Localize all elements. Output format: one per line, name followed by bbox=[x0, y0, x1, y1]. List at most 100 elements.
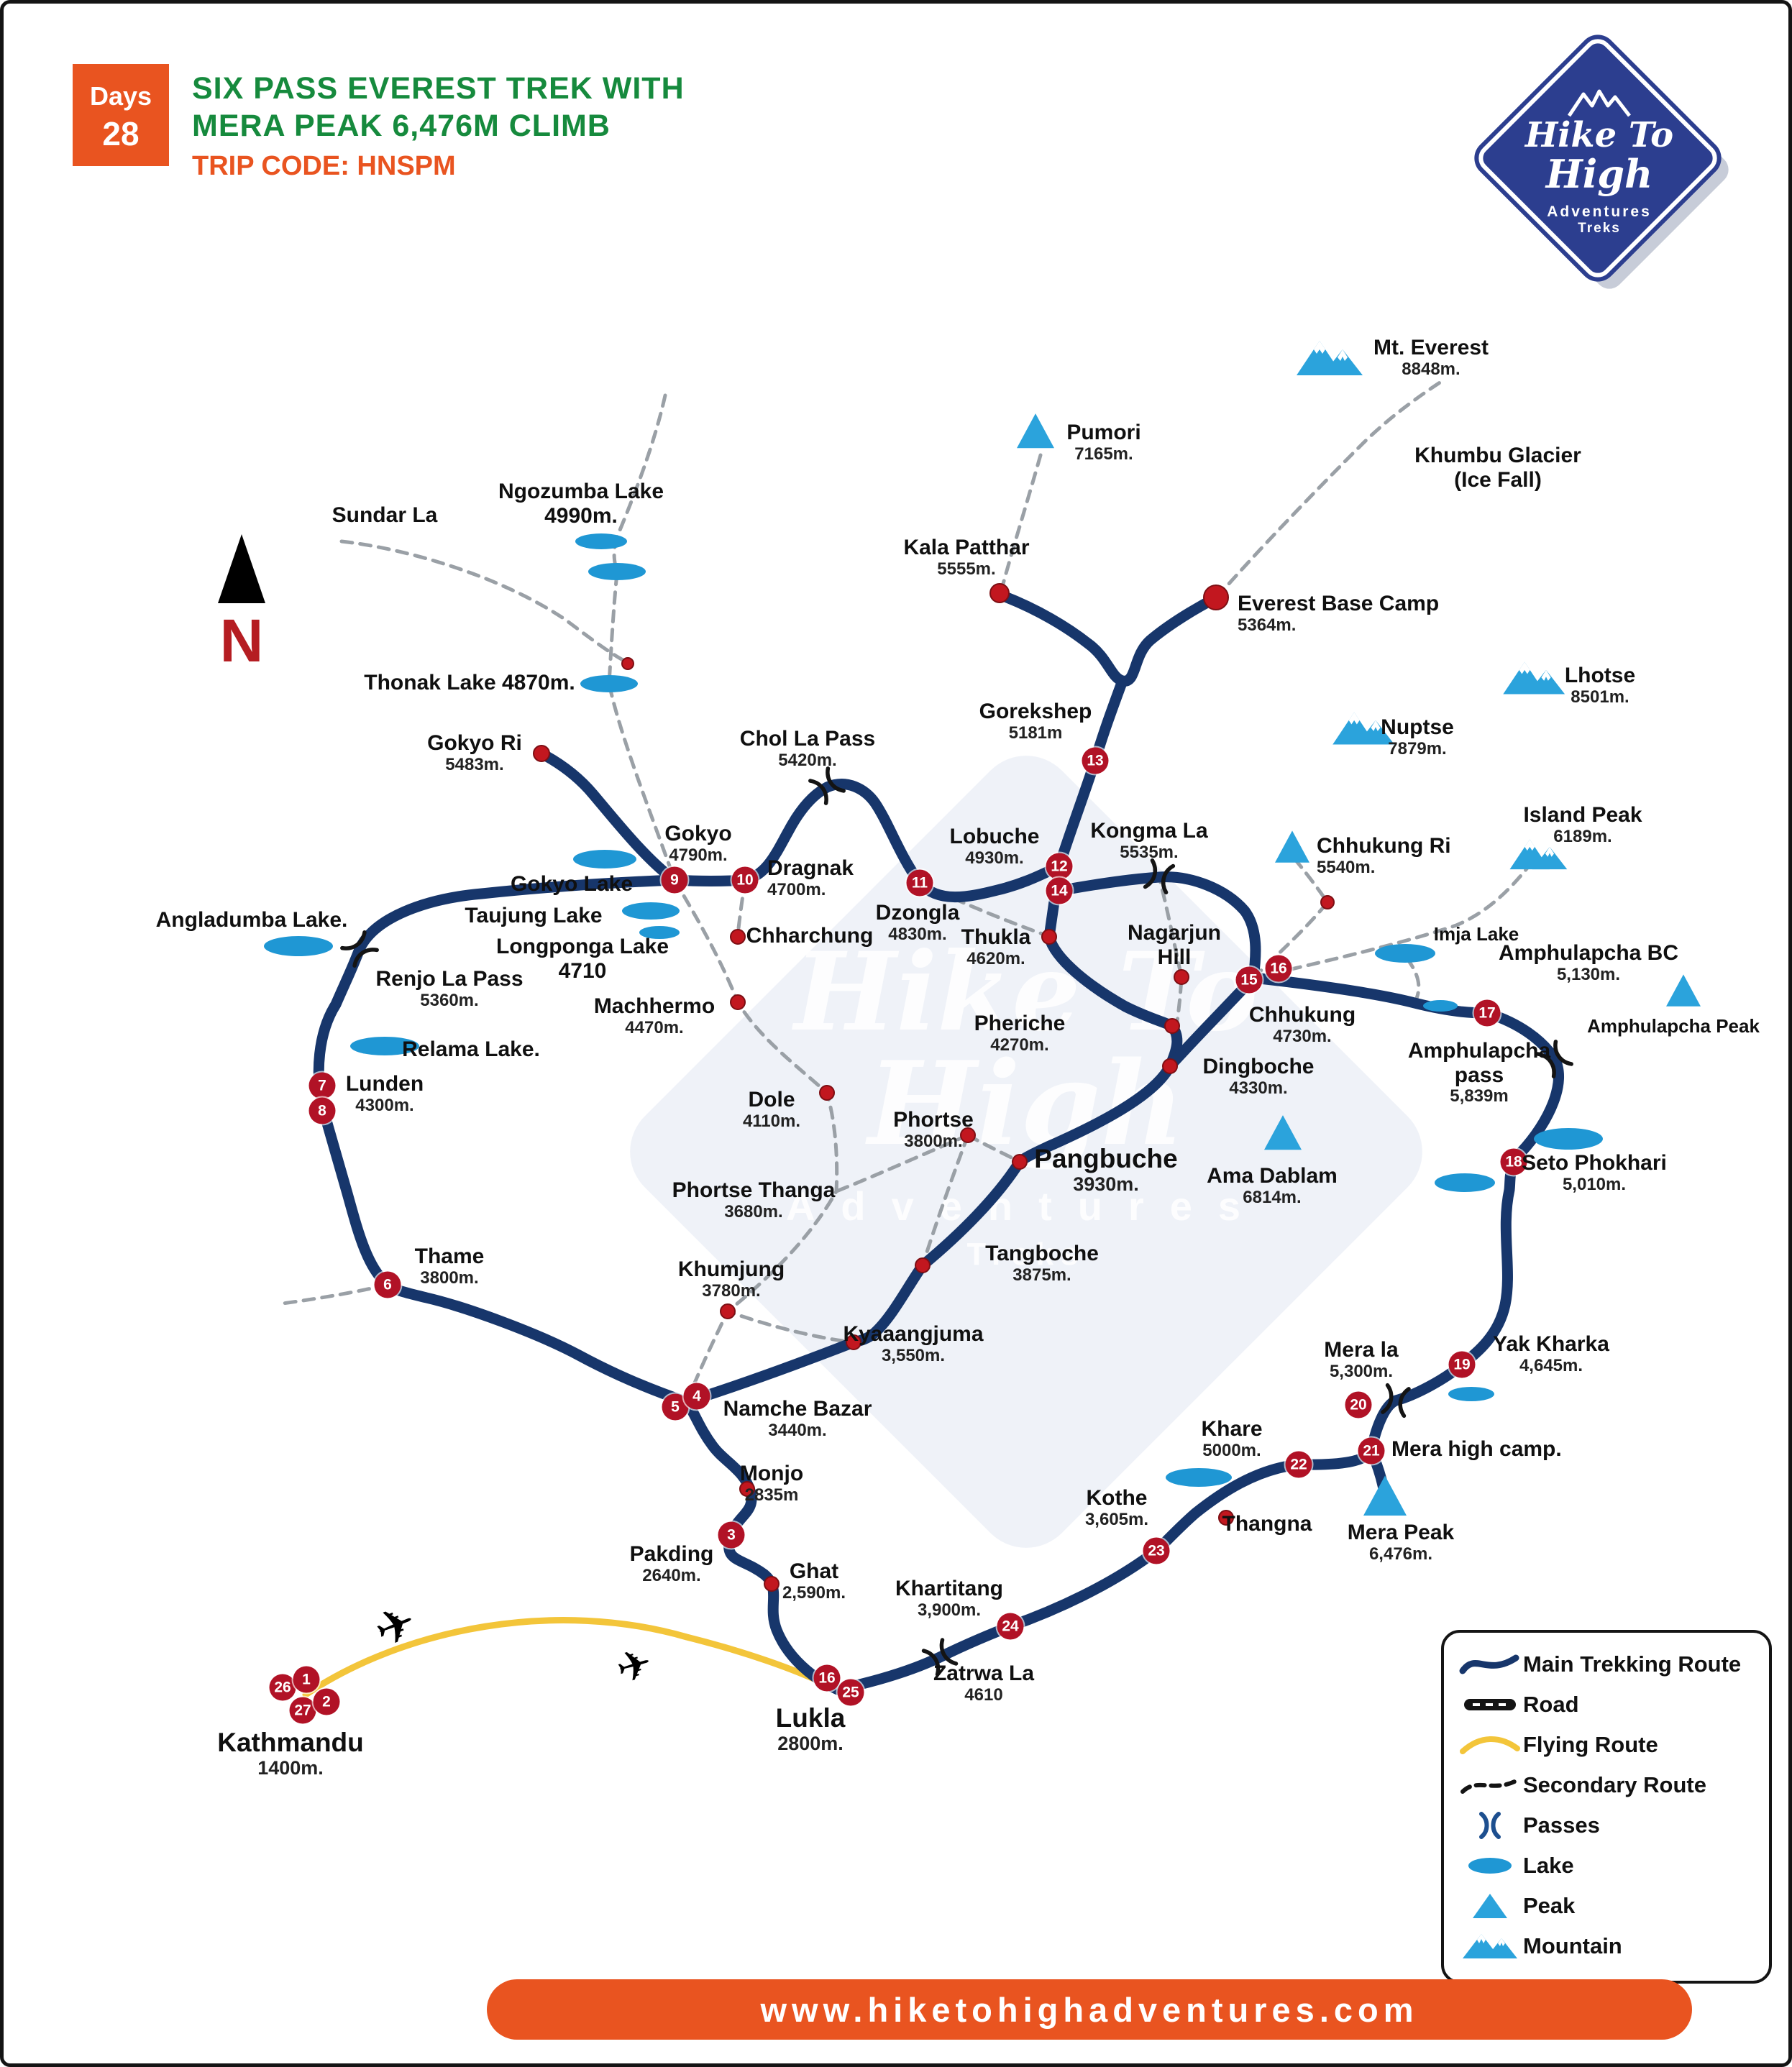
place-elevation: 3930m. bbox=[1073, 1173, 1139, 1196]
peak-icon bbox=[1275, 830, 1309, 863]
place-name: Pangbuche bbox=[1034, 1144, 1178, 1173]
place-name: Everest Base Camp bbox=[1238, 592, 1440, 615]
town-dot bbox=[621, 657, 634, 670]
day-marker-10: 10 bbox=[731, 866, 759, 894]
place-label: Thangna bbox=[1222, 1512, 1312, 1536]
lake bbox=[1448, 1387, 1494, 1401]
road-legend-icon bbox=[1457, 1690, 1523, 1720]
day-marker-7: 7 bbox=[308, 1072, 336, 1099]
day-marker-9: 9 bbox=[661, 866, 688, 894]
town-dot bbox=[533, 745, 550, 762]
place-elevation: 3,550m. bbox=[881, 1345, 946, 1365]
place-name: Amphulapcha Peak bbox=[1587, 1015, 1760, 1037]
trek-title-line1: SIX PASS EVEREST TREK WITH bbox=[192, 71, 685, 106]
place-name: Lukla bbox=[775, 1703, 846, 1733]
place-name: Thangna bbox=[1222, 1512, 1312, 1536]
place-name: Kathmandu bbox=[217, 1728, 364, 1757]
place-name: 4710 bbox=[558, 958, 607, 983]
peak-icon bbox=[1666, 974, 1701, 1007]
lake bbox=[350, 1037, 419, 1055]
place-name: Gorekshep bbox=[979, 700, 1092, 723]
lake bbox=[580, 675, 638, 692]
place-name: Ngozumba Lake bbox=[498, 480, 664, 503]
lake-legend-icon bbox=[1457, 1851, 1523, 1881]
place-label: Chharchung bbox=[746, 924, 874, 948]
place-elevation: 5540m. bbox=[1317, 857, 1376, 877]
secondary-route bbox=[999, 453, 1043, 594]
place-elevation: 8848m. bbox=[1402, 359, 1460, 379]
place-elevation: 2640m. bbox=[642, 1565, 701, 1585]
place-name: Thame bbox=[414, 1245, 485, 1268]
place-name: Lunden bbox=[345, 1072, 424, 1096]
peak-icon bbox=[1363, 1475, 1407, 1516]
day-marker-24: 24 bbox=[997, 1613, 1024, 1640]
place-elevation: 5364m. bbox=[1238, 615, 1297, 635]
place-elevation: 4700m. bbox=[767, 879, 826, 899]
place-name: Zatrwa La bbox=[933, 1662, 1035, 1685]
place-elevation: 6189m. bbox=[1553, 826, 1612, 846]
place-name: Ama Dablam bbox=[1207, 1164, 1338, 1188]
watermark-tagline1: Adventures bbox=[785, 1183, 1267, 1229]
place-name: Tangboche bbox=[985, 1242, 1099, 1265]
place-elevation: 5535m. bbox=[1120, 842, 1179, 862]
town-dot bbox=[819, 1085, 835, 1101]
town-dot bbox=[739, 1481, 755, 1497]
header-titles: SIX PASS EVEREST TREK WITH MERA PEAK 6,4… bbox=[192, 70, 685, 182]
main-trekking-route bbox=[832, 972, 1565, 1695]
place-name: Imja Lake bbox=[1433, 923, 1519, 945]
place-elevation: 7879m. bbox=[1388, 738, 1447, 758]
lake bbox=[264, 936, 333, 956]
lake bbox=[1375, 944, 1435, 963]
days-label: Days bbox=[89, 81, 152, 111]
legend-label: Peak bbox=[1523, 1893, 1576, 1918]
town-dot bbox=[846, 1334, 861, 1350]
place-name: Chharchung bbox=[746, 924, 874, 948]
town-dot bbox=[730, 929, 746, 945]
place-name: Relama Lake. bbox=[402, 1037, 540, 1061]
day-marker-16: 16 bbox=[813, 1664, 841, 1692]
place-name: Kala Patthar bbox=[903, 536, 1030, 559]
place-elevation: 3,900m. bbox=[917, 1600, 982, 1620]
town-dot bbox=[1162, 1058, 1178, 1074]
flying-route bbox=[302, 1617, 836, 1698]
secondary-route bbox=[339, 539, 628, 664]
days-value: 28 bbox=[102, 115, 140, 152]
lake bbox=[573, 850, 636, 868]
day-marker-20: 20 bbox=[1345, 1391, 1372, 1419]
lake bbox=[1166, 1468, 1232, 1487]
place-name: Gokyo bbox=[664, 822, 732, 845]
place-name: Mera Peak bbox=[1347, 1521, 1455, 1544]
place-label: Khumbu Glacier(Ice Fall) bbox=[1414, 444, 1581, 492]
day-marker-14: 14 bbox=[1046, 877, 1073, 904]
place-name: Taujung Lake bbox=[465, 904, 603, 927]
place-elevation: 4300m. bbox=[355, 1095, 414, 1115]
main-trekking-route bbox=[1164, 972, 1259, 1072]
place-name: Khartitang bbox=[895, 1577, 1003, 1600]
place-name: Dingboche bbox=[1202, 1055, 1315, 1078]
lake bbox=[639, 926, 680, 939]
website-link[interactable]: www.hiketohighadventures.com bbox=[760, 1990, 1419, 2029]
place-elevation: 2,590m. bbox=[782, 1582, 846, 1603]
place-name: Phortse Thanga bbox=[672, 1178, 836, 1202]
day-marker-17: 17 bbox=[1473, 999, 1501, 1027]
place-elevation: 4790m. bbox=[669, 845, 728, 865]
place-name: Mera high camp. bbox=[1391, 1437, 1562, 1461]
watermark-tagline2: Treks bbox=[966, 1237, 1086, 1272]
town-dot bbox=[730, 994, 746, 1010]
